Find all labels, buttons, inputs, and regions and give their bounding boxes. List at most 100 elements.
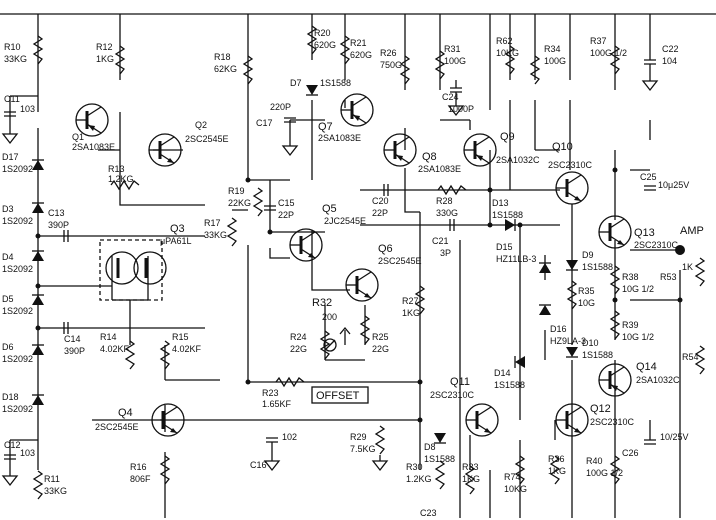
q2-part: 2SC2545E [185,134,229,144]
c21-designator: C21 [432,236,449,246]
r74-designator: R74 [504,472,521,482]
transistor-q2: Q2 2SC2545E [147,120,229,168]
r40-value: 100G 1/2 [586,468,623,478]
c17-designator: C17 [256,118,273,128]
c20-value: 22P [372,208,388,218]
r54-designator: R54 [682,352,699,362]
capacitor-c13: C13 390P [48,208,69,242]
q4-designator: Q4 [118,407,133,419]
d15-part: HZ11LB-3 [496,254,536,264]
r10-designator: R10 [4,42,21,52]
q11-designator: Q11 [450,376,470,388]
d10-part: 1S1588 [582,350,613,360]
q3-designator: Q3 [170,223,185,235]
q10-designator: Q10 [552,141,573,153]
r23-value: 1.65KF [262,399,292,409]
diode-d3: D3 1S2092 [2,202,45,226]
d8-designator: D8 [424,442,436,452]
junction-dots [35,167,683,423]
q11-part: 2SC2310C [430,390,475,400]
offset-label: OFFSET [311,386,369,404]
d15-designator: D15 [496,242,513,252]
r40-designator: R40 [586,456,603,466]
r12-value: 1KG [96,54,114,64]
r17-value: 33KG [204,230,227,240]
c13-designator: C13 [48,208,65,218]
r39-designator: R39 [622,320,639,330]
r11-value: 33KG [44,486,67,496]
q13-designator: Q13 [634,227,655,239]
transistor-q8: Q8 2SA1083E [382,132,461,174]
c23-designator: C23 [420,508,437,518]
d3-designator: D3 [2,204,14,214]
d17-designator: D17 [2,152,19,162]
d14-designator: D14 [494,368,511,378]
diode-d14: D14 1S1588 [494,355,526,390]
r20-value: 620G [314,40,336,50]
resistor-r40: R40 100G 1/2 [586,455,623,485]
c22-designator: C22 [662,44,679,54]
transistor-q9: Q9 2SA1032C [462,131,540,168]
r24-value: 22G [290,344,307,354]
d16-designator: D16 [550,324,567,334]
q3-part: μPA61L [160,236,192,246]
r24-designator: R24 [290,332,307,342]
r26-value: 750G [380,60,402,70]
r25-value: 22G [372,344,389,354]
d6-designator: D6 [2,342,14,352]
c24-designator: C24 [442,92,459,102]
q8-part: 2SA1083E [418,164,461,174]
r62-value: 10KG [496,48,519,58]
c25-designator: C25 [640,172,657,182]
transistor-q10: Q10 2SC2310C [548,141,593,206]
r28-designator: R28 [436,196,453,206]
d5-part: 1S2092 [2,306,33,316]
c12-value: 103 [20,448,35,458]
c11-value: 103 [20,104,35,114]
q6-part: 2SC2545E [378,256,422,266]
transistor-q7: Q7 2SA1083E [318,92,375,143]
r25-designator: R25 [372,332,389,342]
amp-label: AMP [680,225,704,237]
r15-designator: R15 [172,332,189,342]
q14-part: 2SA1032C [636,375,680,385]
r31-designator: R31 [444,44,461,54]
d18-part: 1S2092 [2,404,33,414]
d16-part: HZ9LA-3 [550,336,586,346]
c26-value: 10/25V [660,432,689,442]
r26-designator: R26 [380,48,397,58]
c13-value: 390P [48,220,69,230]
transistor-q4: Q4 2SC2545E [95,402,186,438]
d14-part: 1S1588 [494,380,525,390]
d3-part: 1S2092 [2,216,33,226]
d7-part: 1S1588 [320,78,351,88]
r37-value: 100G 1/2 [590,48,627,58]
c14-value: 390P [64,346,85,356]
